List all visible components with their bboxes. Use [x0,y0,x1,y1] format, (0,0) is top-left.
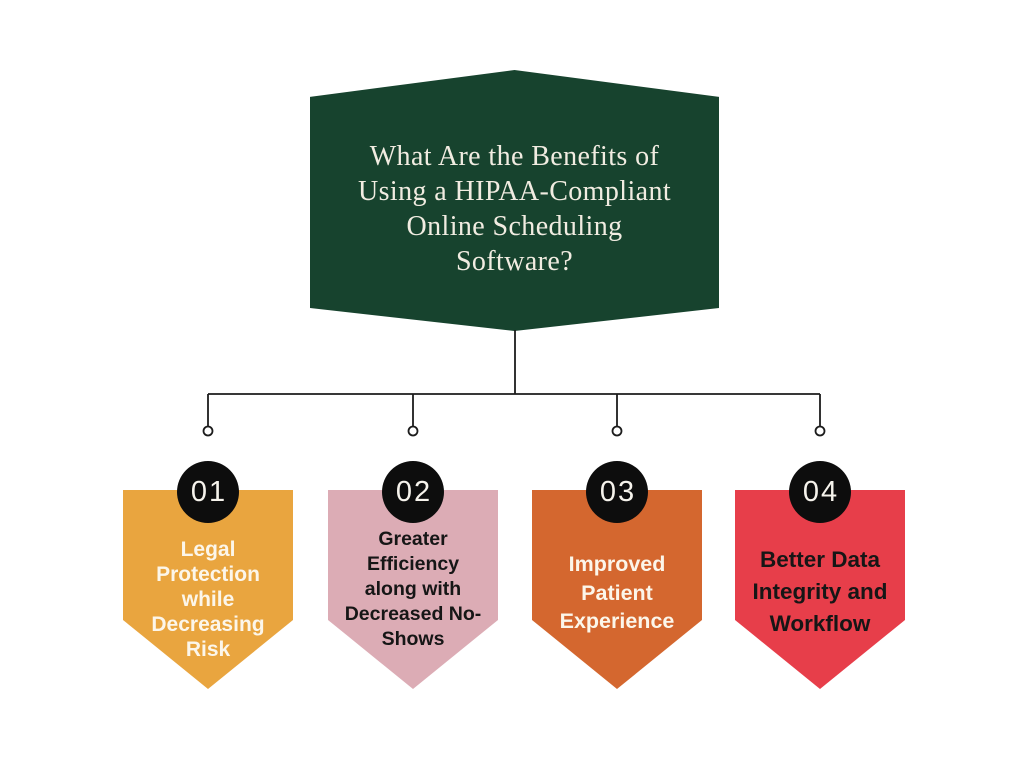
number-badge-2: 02 [382,461,444,523]
page-title: What Are the Benefits of Using a HIPAA-C… [357,140,672,277]
card-label-3: Improved Patient Experience [559,552,675,633]
card-label-2: Greater Efficiency along with Decreased … [344,528,482,650]
benefit-card-1: 01 Legal Protection while Decreasing Ris… [123,461,293,691]
card-label-1: Legal Protection while Decreasing Risk [151,538,265,661]
connector-dot-1 [202,425,214,437]
number-badge-1: 01 [177,461,239,523]
connector-dot-2 [407,425,419,437]
connector-dot-3 [611,425,623,437]
connector-lines [202,330,826,437]
title-banner: What Are the Benefits of Using a HIPAA-C… [310,70,719,331]
connector-dot-4 [814,425,826,437]
number-badge-4: 04 [789,461,851,523]
number-badge-3: 03 [586,461,648,523]
benefit-card-4: 04 Better Data Integrity and Workflow [735,461,905,691]
benefit-card-3: 03 Improved Patient Experience [532,461,702,691]
card-label-4: Better Data Integrity and Workflow [752,547,888,636]
benefit-card-2: 02 Greater Efficiency along with Decreas… [328,461,498,691]
